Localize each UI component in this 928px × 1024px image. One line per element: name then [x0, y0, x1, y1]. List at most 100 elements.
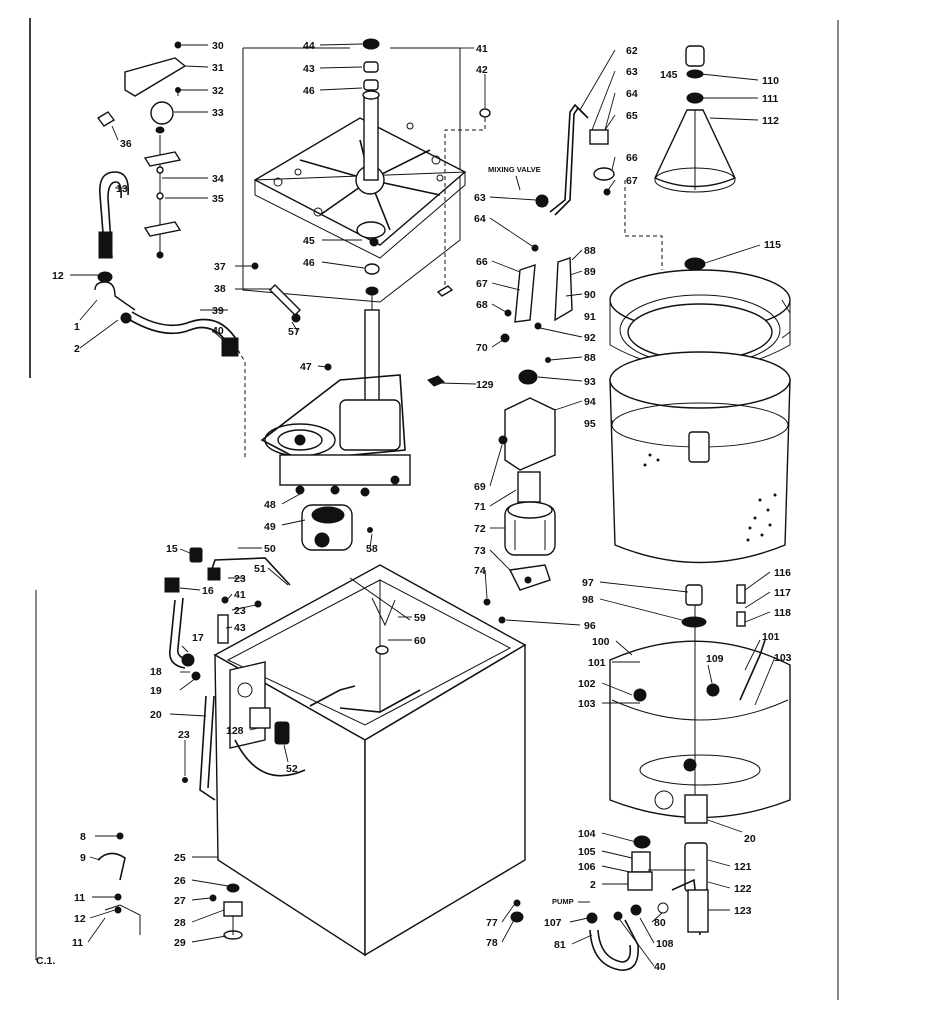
part-102	[633, 688, 647, 702]
part-42	[479, 108, 491, 118]
agitator-cap	[685, 45, 705, 67]
outer-tub	[609, 584, 791, 824]
label-103-b: 103	[578, 698, 596, 710]
label-12-top: 12	[52, 270, 64, 282]
label-115: 115	[764, 239, 781, 251]
label-52: 52	[286, 763, 298, 775]
bracket-31	[124, 57, 187, 97]
label-73: 73	[474, 545, 486, 557]
label-117: 117	[774, 587, 791, 599]
label-94: 94	[584, 396, 596, 408]
label-33: 33	[212, 107, 224, 119]
label-25: 25	[174, 852, 186, 864]
label-35: 35	[212, 193, 224, 205]
label-30: 30	[212, 40, 224, 52]
label-62: 62	[626, 45, 638, 57]
label-89: 89	[584, 266, 596, 278]
label-15: 15	[166, 543, 178, 555]
label-44: 44	[303, 40, 315, 52]
label-66-b: 66	[476, 256, 488, 268]
label-93: 93	[584, 376, 596, 388]
outer-tub-shell	[609, 640, 791, 819]
label-32: 32	[212, 85, 224, 97]
part-46-top	[363, 79, 379, 91]
label-65: 65	[626, 110, 638, 122]
label-102: 102	[578, 678, 596, 690]
label-26: 26	[174, 875, 186, 887]
label-104: 104	[578, 828, 596, 840]
label-100: 100	[592, 636, 610, 648]
label-92: 92	[584, 332, 596, 344]
label-9: 9	[80, 852, 86, 864]
label-103-a: 103	[774, 652, 792, 664]
label-49: 49	[264, 521, 276, 533]
label-98: 98	[582, 594, 594, 606]
label-43-b: 43	[234, 622, 246, 634]
label-97: 97	[582, 577, 594, 589]
label-68: 68	[476, 299, 488, 311]
fill-hose-group	[164, 547, 291, 681]
label-106: 106	[578, 861, 596, 873]
label-41-b: 41	[234, 589, 246, 601]
label-36: 36	[120, 138, 132, 150]
label-77: 77	[486, 917, 498, 929]
label-95: 95	[584, 418, 596, 430]
label-121: 121	[734, 861, 752, 873]
clamp-9	[97, 852, 126, 881]
part-66	[593, 167, 615, 181]
label-16: 16	[202, 585, 214, 597]
label-37: 37	[214, 261, 226, 273]
transmission-top-assembly	[242, 38, 491, 303]
label-40-right: 40	[654, 961, 666, 973]
motor-mount	[504, 397, 556, 471]
label-118: 118	[774, 607, 791, 619]
label-20-right: 20	[744, 833, 756, 845]
part-71	[517, 471, 541, 503]
label-109: 109	[706, 653, 724, 665]
label-20-left: 20	[150, 709, 162, 721]
label-34: 34	[212, 173, 224, 185]
part-number-labels: 30 31 32 33 36 34 13 35 12 1 2 39 40 44 …	[52, 40, 792, 973]
label-8: 8	[80, 831, 86, 843]
label-51: 51	[254, 563, 266, 575]
label-46-bottom: 46	[303, 257, 315, 269]
label-58: 58	[366, 543, 378, 555]
label-46-top: 46	[303, 85, 315, 97]
pump-note: PUMP	[552, 897, 574, 906]
label-112: 112	[762, 115, 779, 127]
label-101-b: 101	[762, 631, 780, 643]
motor-column	[483, 369, 556, 624]
label-60: 60	[414, 635, 426, 647]
part-41	[436, 285, 454, 297]
label-47: 47	[300, 361, 312, 373]
label-88: 88	[584, 245, 596, 257]
label-63-a: 63	[626, 66, 638, 78]
label-128: 128	[226, 725, 244, 737]
leader-lines	[70, 43, 791, 967]
label-64-a: 64	[626, 88, 638, 100]
mixing-valve-group	[500, 103, 615, 363]
part-46-bottom	[364, 263, 380, 275]
hose-39	[129, 319, 233, 351]
label-18: 18	[150, 666, 162, 678]
label-91: 91	[584, 311, 596, 323]
label-67-b: 67	[476, 278, 488, 290]
tub-assembly	[609, 45, 791, 564]
label-31: 31	[212, 62, 224, 74]
mixing-valve-note: MIXING VALVE	[488, 165, 541, 174]
part-43	[363, 61, 379, 73]
label-69: 69	[474, 481, 486, 493]
mixing-valve	[535, 194, 549, 208]
part-36	[96, 111, 116, 127]
label-90: 90	[584, 289, 596, 301]
part-52	[274, 721, 290, 745]
label-145: 145	[660, 69, 678, 81]
label-74: 74	[474, 565, 486, 577]
label-111: 111	[762, 93, 779, 105]
label-67-a: 67	[626, 175, 638, 187]
label-38: 38	[214, 283, 226, 295]
label-116: 116	[774, 567, 791, 579]
label-64-b: 64	[474, 213, 486, 225]
label-63-b: 63	[474, 192, 486, 204]
label-81-bottom: 81	[554, 939, 566, 951]
